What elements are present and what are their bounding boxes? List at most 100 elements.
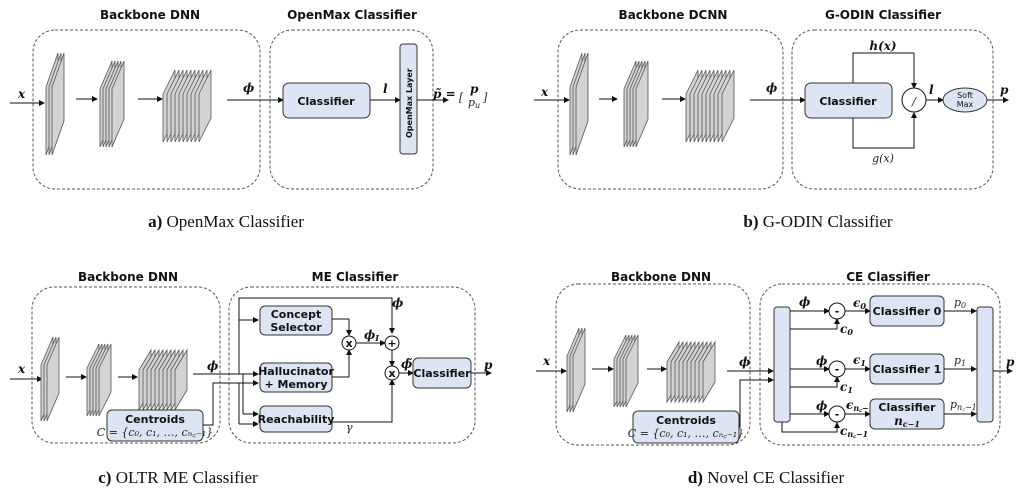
classifier-label: Classifier 0 bbox=[873, 305, 942, 318]
panel-caption: c) OLTR ME Classifier bbox=[98, 468, 258, 487]
centroids-title: Centroids bbox=[125, 413, 185, 426]
output-lhs: p̃ = bbox=[433, 87, 456, 101]
phi-label: ϕ bbox=[816, 399, 828, 413]
gamma-path bbox=[332, 379, 395, 423]
openmax-layer-box bbox=[399, 43, 418, 155]
feature-map-stack-1 bbox=[40, 336, 60, 422]
feature-map-stack-2 bbox=[99, 60, 125, 148]
h-path bbox=[852, 52, 917, 89]
feature-map-stack-3 bbox=[666, 340, 716, 404]
g-path bbox=[852, 112, 917, 149]
classifier-title: ME Classifier bbox=[312, 270, 399, 284]
gamma-label: γ bbox=[346, 421, 353, 434]
backbone-title: Backbone DNN bbox=[78, 270, 178, 284]
feature-map-stack-3 bbox=[138, 348, 188, 412]
centroids-set: C = {c₀, c₁, …, cₙ꜀₋₁} bbox=[97, 426, 213, 439]
divide-symbol: / bbox=[911, 95, 917, 108]
classifier-title: CE Classifier bbox=[846, 270, 930, 284]
minus-symbol: - bbox=[835, 305, 840, 318]
eps-label: ϵ1 bbox=[853, 353, 866, 368]
h-label: h(x) bbox=[869, 39, 896, 53]
branch-1: ϕ c1 - ϵ1 Classifier 1 p1 bbox=[790, 353, 977, 395]
softmax-label-bottom: Max bbox=[957, 100, 974, 109]
feature-map-plate bbox=[572, 327, 586, 413]
feature-map-plate bbox=[174, 348, 188, 412]
centroid-arrow bbox=[203, 380, 259, 426]
input-label: x bbox=[17, 362, 26, 376]
phi-tilde-label: ϕ̃ bbox=[401, 357, 413, 371]
feature-map-stack-3 bbox=[162, 69, 212, 143]
feature-map-plate bbox=[98, 343, 112, 417]
c-label: c0 bbox=[840, 322, 853, 337]
minus-symbol: - bbox=[835, 363, 840, 376]
bottom-path bbox=[781, 421, 838, 433]
multiply-symbol: x bbox=[388, 367, 395, 380]
panel-c: Backbone DNN ME Classifier x Centroids C… bbox=[10, 270, 493, 487]
centroids-title: Centroids bbox=[656, 414, 716, 427]
output-label: p bbox=[1000, 83, 1009, 97]
feature-map-stack-1 bbox=[566, 327, 586, 413]
feature-label: ϕ bbox=[243, 81, 255, 95]
classifier-label: Classifier bbox=[413, 367, 471, 380]
feature-map-stack-2 bbox=[623, 60, 649, 148]
feature-map-plate bbox=[721, 69, 735, 143]
g-label: g(x) bbox=[872, 152, 894, 165]
output-label: p bbox=[1006, 355, 1015, 369]
minus-symbol: - bbox=[835, 408, 840, 421]
feature-map-stack-2 bbox=[86, 343, 112, 417]
feature-map-plate bbox=[702, 340, 716, 404]
multiply-symbol: x bbox=[345, 337, 352, 350]
centroids-set: C = {c₀, c₁, …, cₙ꜀₋₁} bbox=[628, 427, 744, 440]
feature-map-plate bbox=[575, 52, 589, 156]
classifier-label: Classifier bbox=[819, 95, 877, 108]
feature-map-plate bbox=[635, 60, 649, 148]
hallucinator-label-1: Hallucinator bbox=[258, 365, 334, 378]
backbone-region bbox=[555, 283, 751, 446]
concept-selector-box bbox=[259, 305, 333, 336]
phi-skip-path bbox=[238, 297, 395, 374]
concept-selector-label-1: Concept bbox=[271, 308, 322, 321]
feature-map-plate bbox=[198, 69, 212, 143]
panel-caption: b) G-ODIN Classifier bbox=[743, 212, 893, 231]
c-label: c1 bbox=[840, 380, 853, 395]
backbone-title: Backbone DNN bbox=[611, 270, 711, 284]
input-label: x bbox=[542, 354, 551, 368]
classifier-box bbox=[804, 82, 893, 119]
phi-i-label: ϕI bbox=[364, 328, 379, 343]
feature-map-stack-1 bbox=[569, 52, 589, 156]
output-bottom: pu bbox=[468, 96, 480, 110]
panel-a: Backbone DNN OpenMax Classifier x ϕ Clas… bbox=[10, 8, 488, 231]
feature-label: ϕ bbox=[766, 81, 778, 95]
reachability-box bbox=[259, 405, 333, 433]
concept-selector-label-2: Selector bbox=[270, 321, 322, 334]
path bbox=[332, 318, 352, 336]
classifier-region bbox=[759, 283, 1001, 446]
eps-label: ϵn꜀−1 bbox=[846, 398, 874, 413]
feature-map-stack-3 bbox=[685, 69, 735, 143]
hallucinator-label-2: + Memory bbox=[264, 378, 327, 391]
p-label: p0 bbox=[954, 296, 966, 310]
centroid-arrow bbox=[739, 377, 774, 428]
panel-d: Backbone DNN CE Classifier x Centroids C… bbox=[536, 270, 1015, 487]
classifier-title: G-ODIN Classifier bbox=[825, 8, 941, 22]
output-top: p bbox=[470, 82, 479, 96]
feature-label: ϕ bbox=[739, 355, 751, 369]
backbone-title: Backbone DNN bbox=[100, 8, 200, 22]
classifier-label: Classifier bbox=[878, 401, 936, 414]
input-label: x bbox=[540, 85, 549, 99]
phi-label: ϕ bbox=[799, 295, 811, 309]
reachability-label: Reachability bbox=[258, 413, 335, 426]
feature-map-plate bbox=[625, 334, 639, 408]
path bbox=[332, 349, 352, 378]
feature-map-stack-2 bbox=[613, 334, 639, 408]
classifier-region bbox=[269, 29, 434, 190]
panel-caption: a) OpenMax Classifier bbox=[148, 212, 304, 231]
logits-label: l bbox=[383, 82, 388, 96]
classifier-region bbox=[228, 286, 476, 444]
classifier-label: Classifier bbox=[297, 95, 355, 108]
phi-label: ϕ bbox=[816, 354, 828, 368]
openmax-layer-label: OpenMax Layer bbox=[405, 68, 414, 138]
classifier-index: nc−1 bbox=[894, 414, 920, 429]
phi-top-label: ϕ bbox=[392, 296, 404, 310]
